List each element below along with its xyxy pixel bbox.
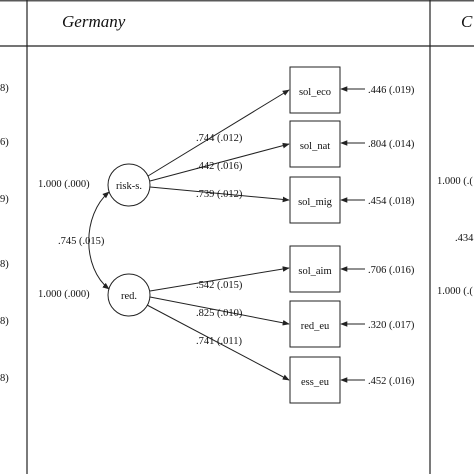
residual-value: .804 (.014) — [368, 139, 415, 150]
covariance-value: .745 (.015) — [58, 236, 105, 247]
left-fragment: 8) — [0, 316, 9, 327]
latent-red-label: red. — [121, 291, 137, 302]
indicator-box-ess-eu — [289, 356, 341, 404]
right-fragment: 1.000 (.( — [437, 286, 473, 297]
loading-path-sol-mig — [149, 186, 290, 203]
indicator-label-sol-aim: sol_aim — [298, 266, 331, 277]
latent-red-circle — [107, 273, 151, 317]
loading-value: .442 (.016) — [196, 161, 243, 172]
loading-path-red-eu — [149, 296, 290, 326]
right-fragment: .434 — [455, 233, 474, 244]
indicator-label-sol-mig: sol_mig — [298, 197, 333, 208]
covariance-arc — [88, 191, 110, 290]
left-margin-fragments: 8) 6) 9) 8) 8) 8) — [0, 83, 9, 384]
risk-variance: 1.000 (.000) — [38, 179, 90, 190]
indicator-label-red-eu: red_eu — [301, 321, 330, 332]
residual-value: .446 (.019) — [368, 85, 415, 96]
loading-path-ess-eu — [146, 304, 290, 381]
indicator-label-sol-eco: sol_eco — [299, 87, 331, 98]
indicator-box-red-eu — [289, 300, 341, 348]
left-fragment: 9) — [0, 194, 9, 205]
loading-value: .744 (.012) — [196, 133, 243, 144]
panel-title: Germany — [62, 12, 126, 31]
right-margin-fragments: 1.000 (.( .434 1.000 (.( — [437, 176, 474, 297]
loading-path-sol-nat — [149, 142, 290, 182]
residual-value: .452 (.016) — [368, 376, 415, 387]
residual-value: .454 (.018) — [368, 196, 415, 207]
left-fragment: 6) — [0, 137, 9, 148]
loading-value: .741 (.011) — [196, 336, 242, 347]
indicator-box-sol-mig — [289, 176, 341, 224]
red-variance: 1.000 (.000) — [38, 289, 90, 300]
latent-risk-circle — [107, 163, 151, 207]
left-fragment: 8) — [0, 373, 9, 384]
right-fragment: 1.000 (.( — [437, 176, 473, 187]
loading-value: .825 (.010) — [196, 308, 243, 319]
loading-value: .542 (.015) — [196, 280, 243, 291]
latent-risk-label: risk-s. — [116, 181, 142, 192]
residual-value: .706 (.016) — [368, 265, 415, 276]
loading-value: .739 (.012) — [196, 189, 243, 200]
left-fragment: 8) — [0, 259, 9, 270]
next-panel-title-fragment: C — [461, 12, 473, 31]
residual-value: .320 (.017) — [368, 320, 415, 331]
loading-path-sol-aim — [149, 266, 290, 292]
loading-path-sol-eco — [147, 89, 290, 177]
indicator-box-sol-eco — [289, 66, 341, 114]
left-fragment: 8) — [0, 83, 9, 94]
indicator-box-sol-aim — [289, 245, 341, 293]
indicator-label-ess-eu: ess_eu — [301, 377, 330, 388]
indicator-label-sol-nat: sol_nat — [300, 141, 330, 152]
indicator-box-sol-nat — [289, 120, 341, 168]
